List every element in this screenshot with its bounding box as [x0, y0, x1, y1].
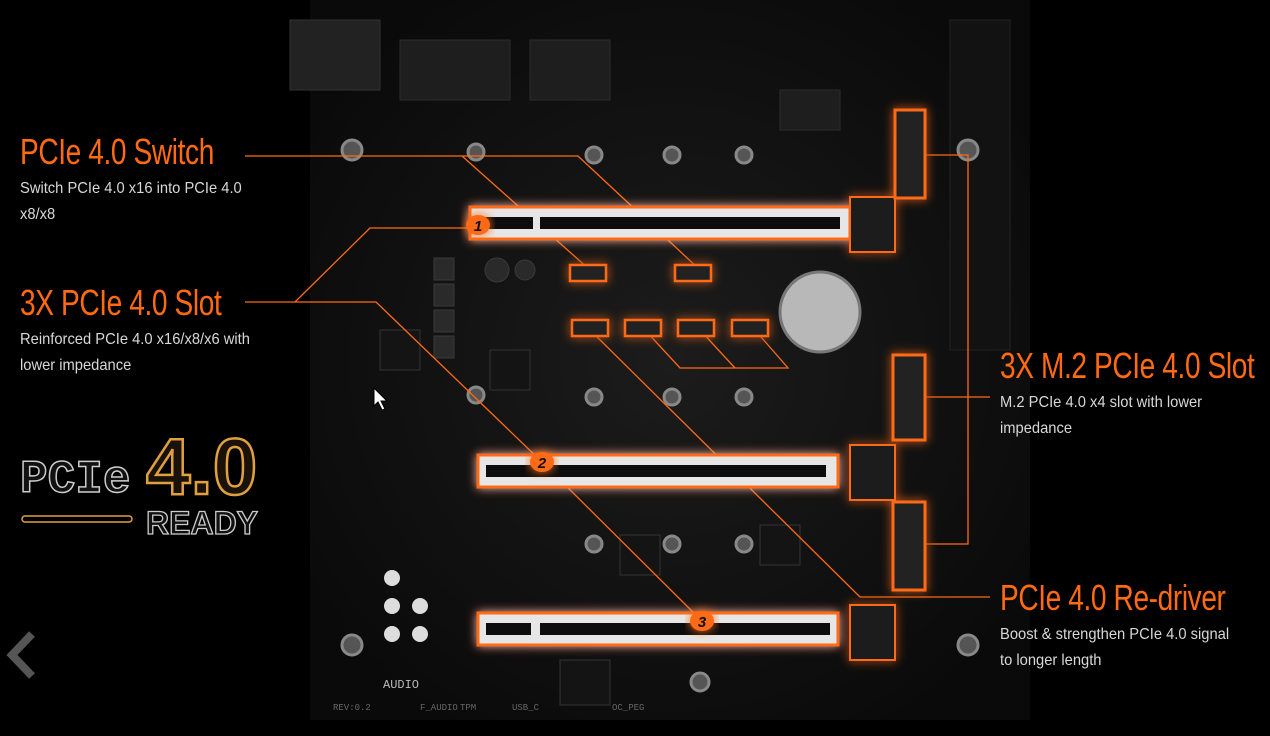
svg-text:3: 3: [698, 614, 707, 631]
pcie-slot-3: [476, 604, 896, 661]
m2-slots: [891, 108, 927, 592]
pcie-slots: [468, 108, 927, 661]
previous-slide-button[interactable]: [2, 628, 42, 682]
feature-description: Boost & strengthen PCIe 4.0 signal to lo…: [1000, 626, 1230, 669]
feature-pcie-switch: PCIe 4.0 Switch Switch PCIe 4.0 x16 into…: [20, 132, 280, 228]
feature-title: 3X M.2 PCIe 4.0 Slot: [1000, 345, 1255, 386]
feature-pcie-slots: 3X PCIe 4.0 Slot Reinforced PCIe 4.0 x16…: [20, 283, 285, 379]
svg-text:PCIe: PCIe: [20, 454, 130, 506]
oc-peg-label: OC_PEG: [612, 703, 644, 713]
feature-description: Reinforced PCIe 4.0 x16/x8/x6 with lower…: [20, 331, 250, 374]
feature-description: Switch PCIe 4.0 x16 into PCIe 4.0 x8/x8: [20, 180, 242, 223]
slot-number-badge-1: 1: [466, 215, 490, 235]
svg-text:1: 1: [474, 218, 482, 235]
slot-number-badge-3: 3: [690, 611, 714, 631]
slot-number-badge-2: 2: [530, 452, 554, 472]
tpm-label: TPM: [460, 703, 476, 713]
svg-text:2: 2: [537, 455, 547, 472]
mouse-cursor-icon: [373, 386, 389, 411]
chips: [568, 263, 770, 338]
pcie-4-ready-logo: PCIe 4.0 READY: [19, 421, 258, 542]
leader-lines: [245, 154, 990, 622]
f-audio-label: F_AUDIO: [420, 703, 458, 713]
cmos-battery: [778, 270, 862, 354]
chevron-left-icon: [6, 631, 35, 679]
feature-m2-slots: 3X M.2 PCIe 4.0 Slot M.2 PCIe 4.0 x4 slo…: [1000, 346, 1270, 442]
feature-title: PCIe 4.0 Switch: [20, 131, 214, 172]
feature-redriver: PCIe 4.0 Re-driver Boost & strengthen PC…: [1000, 578, 1250, 674]
feature-title: PCIe 4.0 Re-driver: [1000, 577, 1226, 618]
feature-title: 3X PCIe 4.0 Slot: [20, 282, 222, 323]
rev-label: REV:0.2: [333, 703, 371, 713]
pcie-slot-1: [468, 196, 896, 253]
audio-label: AUDIO: [383, 678, 419, 692]
usb-label: USB_C: [512, 703, 540, 713]
svg-text:READY: READY: [146, 505, 258, 541]
feature-description: M.2 PCIe 4.0 x4 slot with lower impedanc…: [1000, 394, 1203, 437]
svg-text:4.0: 4.0: [146, 422, 257, 511]
